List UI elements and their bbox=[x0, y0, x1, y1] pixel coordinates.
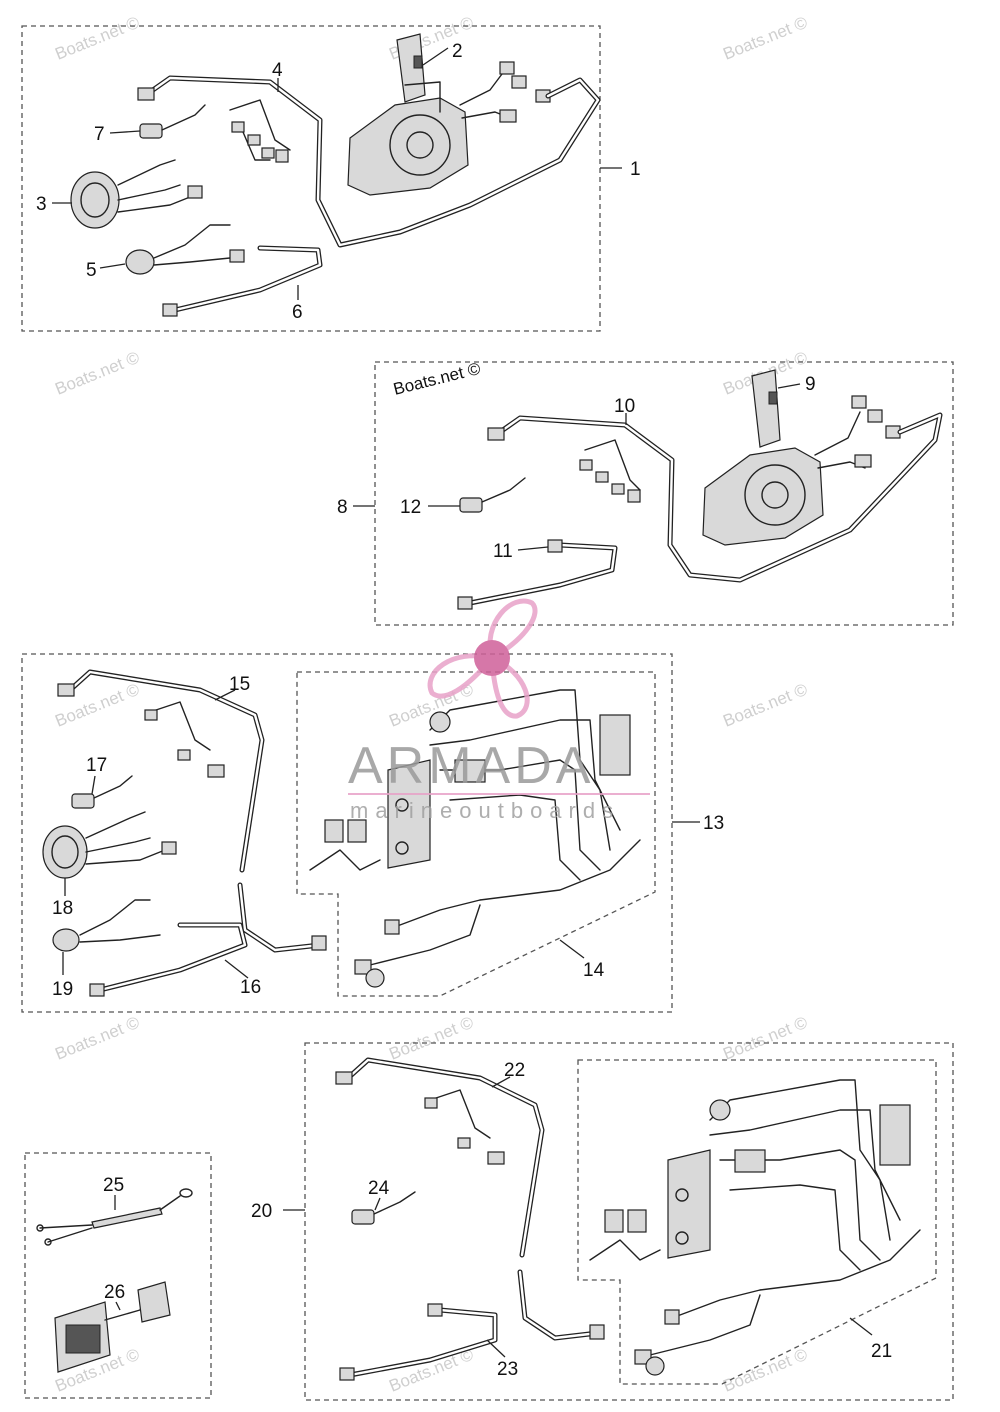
watermark-text: Boats.net © bbox=[720, 1345, 810, 1396]
group-box-14 bbox=[296, 671, 656, 997]
watermark-text: Boats.net © bbox=[386, 1013, 476, 1064]
callout-23: 23 bbox=[497, 1359, 518, 1380]
gauge-18 bbox=[42, 811, 177, 879]
gauge-3 bbox=[70, 159, 203, 229]
callout-11: 11 bbox=[493, 541, 513, 562]
watermark-text-box-8: Boats.net © bbox=[391, 359, 482, 399]
ignition-harness-21 bbox=[589, 1079, 921, 1376]
harness-16 bbox=[89, 882, 327, 997]
remote-control-box-8 bbox=[702, 369, 901, 546]
wiring-harness-10 bbox=[487, 412, 943, 583]
callout-3: 3 bbox=[36, 194, 47, 215]
callout-6: 6 bbox=[292, 302, 303, 323]
callout-22: 22 bbox=[504, 1060, 525, 1081]
logo-tagline: marineoutboards bbox=[350, 798, 620, 823]
callout-17: 17 bbox=[86, 755, 107, 776]
harness-11 bbox=[457, 539, 618, 610]
callout-numbers: 1 2 3 4 5 6 7 8 9 10 11 12 13 14 15 16 1… bbox=[36, 41, 892, 1380]
connector-12 bbox=[459, 477, 526, 513]
callout-14: 14 bbox=[583, 960, 605, 981]
group-box-1 bbox=[21, 25, 601, 332]
wiring-harness-22 bbox=[335, 1057, 545, 1258]
gauge-5 bbox=[125, 224, 245, 275]
connector-24 bbox=[351, 1191, 416, 1225]
watermark-text: Boats.net © bbox=[52, 348, 142, 399]
watermark-text: Boats.net © bbox=[720, 13, 810, 64]
logo-name: ARMADA bbox=[348, 737, 594, 795]
callout-1: 1 bbox=[630, 159, 641, 180]
wiring-harness-15 bbox=[57, 669, 265, 873]
callout-9: 9 bbox=[805, 374, 816, 395]
group-box-13 bbox=[21, 653, 673, 1013]
callout-4: 4 bbox=[272, 60, 283, 81]
callout-2: 2 bbox=[452, 41, 463, 62]
watermark-text: Boats.net © bbox=[52, 1013, 142, 1064]
callout-24: 24 bbox=[368, 1178, 390, 1199]
callout-7: 7 bbox=[94, 124, 105, 145]
callout-15: 15 bbox=[229, 674, 250, 695]
harness-22-lower bbox=[517, 1269, 605, 1341]
leader-lines bbox=[52, 47, 873, 1358]
harness-23 bbox=[339, 1303, 498, 1381]
group-box-20 bbox=[304, 1042, 954, 1401]
watermark-text: Boats.net © bbox=[52, 13, 142, 64]
gauge-19 bbox=[52, 899, 161, 952]
connector-17 bbox=[71, 775, 133, 809]
group-box-21 bbox=[577, 1059, 937, 1385]
watermark-text: Boats.net © bbox=[720, 1013, 810, 1064]
callout-12: 12 bbox=[400, 497, 421, 518]
resistor-lead-25 bbox=[36, 1188, 193, 1246]
callout-26: 26 bbox=[104, 1282, 125, 1303]
callout-18: 18 bbox=[52, 898, 73, 919]
group-box-25-26 bbox=[24, 1152, 212, 1399]
remote-control-box-1 bbox=[347, 33, 551, 196]
armada-logo: ARMADA marineoutboards bbox=[348, 598, 650, 823]
group-box-8 bbox=[374, 361, 954, 626]
callout-10: 10 bbox=[614, 396, 635, 417]
wiring-harness-4 bbox=[137, 75, 601, 248]
ignition-harness-14 bbox=[309, 689, 641, 988]
switch-panel-26 bbox=[54, 1281, 171, 1373]
harness-6 bbox=[162, 245, 323, 317]
callout-16: 16 bbox=[240, 977, 261, 998]
callout-13: 13 bbox=[703, 813, 724, 834]
callout-25: 25 bbox=[103, 1175, 124, 1196]
callout-20: 20 bbox=[251, 1201, 272, 1222]
connector-7 bbox=[139, 104, 206, 139]
callout-19: 19 bbox=[52, 979, 73, 1000]
callout-5: 5 bbox=[86, 260, 97, 281]
callout-21: 21 bbox=[871, 1341, 892, 1362]
propeller-icon bbox=[427, 598, 538, 719]
callout-8: 8 bbox=[337, 497, 348, 518]
watermark-text: Boats.net © bbox=[720, 680, 810, 731]
